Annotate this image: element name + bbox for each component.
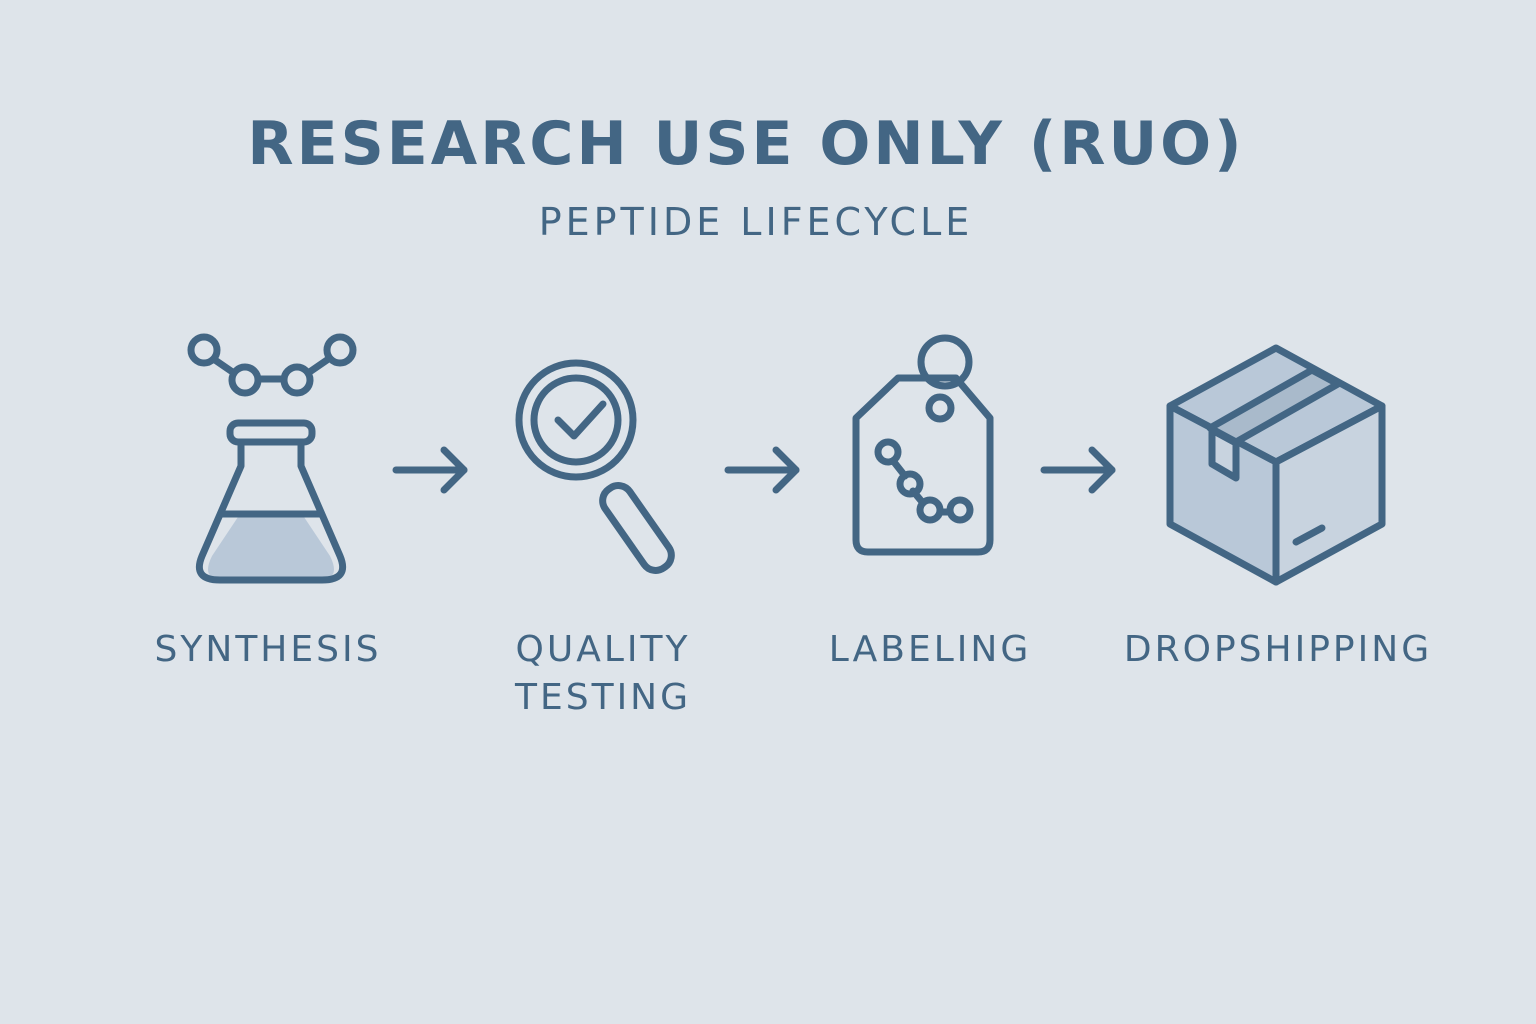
page-title: RESEARCH USE ONLY (RUO) [247, 109, 1245, 179]
step-label-labeling: LABELING [828, 629, 1032, 670]
step-label-quality-testing: QUALITY TESTING [514, 629, 692, 718]
magnifier-check-icon [515, 359, 675, 574]
arrow-right-icon [724, 446, 800, 494]
tag-icon [852, 334, 994, 556]
flask-icon [187, 333, 357, 584]
step-label-synthesis: SYNTHESIS [154, 629, 382, 670]
arrow-right-icon [392, 446, 468, 494]
page-subtitle: PEPTIDE LIFECYCLE [538, 200, 974, 244]
step-label-dropshipping: DROPSHIPPING [1123, 629, 1433, 670]
arrow-right-icon [1040, 446, 1116, 494]
molecule-chain-icon [187, 333, 357, 397]
molecule-chain-icon [874, 438, 974, 524]
box-icon [1166, 344, 1386, 586]
